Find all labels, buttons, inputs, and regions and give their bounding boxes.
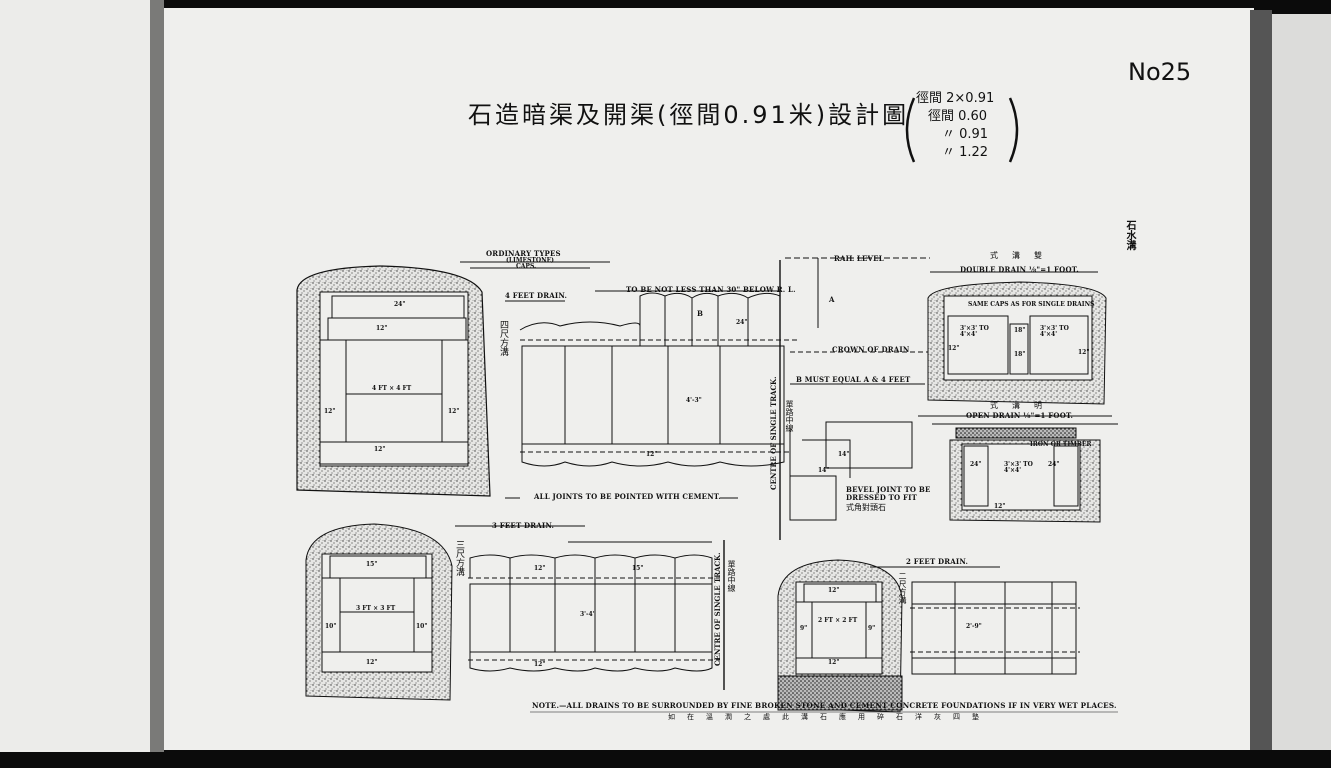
all-joints-label: ALL JOINTS TO BE POINTED WITH CEMENT. (534, 492, 721, 501)
open-drain-size: 3'×3' TO 4'×4' (1004, 461, 1033, 474)
limestone-label: (LIMESTONE) (506, 257, 554, 264)
dim-24-d: 24" (1048, 461, 1060, 468)
three-ft-elevation (455, 525, 725, 690)
dim-14-a: 14" (838, 451, 850, 458)
two-ft-elevation (870, 566, 1080, 675)
double-drain-size-right: 3'×3' TO 4'×4' (1040, 325, 1069, 338)
dim-12-j: 12" (534, 565, 546, 572)
dim-12-b: 12" (324, 408, 336, 415)
dim-15-b: 15" (632, 565, 644, 572)
dim-10-b: 10" (416, 623, 428, 630)
dressed-to-fit-label: DRESSED TO FIT (846, 493, 918, 502)
dim-12-m: 12" (828, 659, 840, 666)
centre-cjk-1: 單路中線 (785, 400, 794, 432)
dim-9-b: 9" (868, 625, 876, 632)
rail-level-label: RAIL LEVEL (834, 254, 884, 263)
left-page (0, 0, 158, 752)
two-feet-drain-label: 2 FEET DRAIN. (906, 557, 969, 566)
note-cjk: 如在溫潤之處此溝石應用碎石洋灰四墊 (668, 713, 991, 721)
span-1: 徑間 2×0.91 (916, 91, 995, 106)
span-4: 〃 1.22 (942, 145, 989, 160)
dim-4-3: 4'-3" (686, 397, 702, 404)
three-ft-section (305, 523, 453, 701)
centre-track-label-1: CENTRE OF SINGLE TRACK. (769, 376, 778, 490)
four-feet-drain-label: 4 FEET DRAIN. (505, 291, 568, 300)
two-feet-cjk: 二尺方溝 (898, 572, 907, 604)
dim-10-a: 10" (325, 623, 337, 630)
iron-or-timber-label: IRON OR TIMBER (1030, 441, 1092, 448)
open-drain-label: OPEN DRAIN ⅛"=1 FOOT. (966, 411, 1074, 420)
two-ft-size: 2 FT × 2 FT (818, 617, 858, 624)
dim-15-a: 15" (366, 561, 378, 568)
same-caps-label: SAME CAPS AS FOR SINGLE DRAINS (968, 301, 1095, 308)
double-drain-size-left: 3'×3' TO 4'×4' (960, 325, 989, 338)
sheet-number: No25 (1128, 58, 1192, 86)
dim-14-b: 14" (818, 467, 830, 474)
dim-18-b: 18" (1014, 351, 1026, 358)
dim-12-k: 12" (534, 661, 546, 668)
double-drain-label: DOUBLE DRAIN ⅛"=1 FOOT. (960, 265, 1079, 274)
dim-12-a: 12" (376, 325, 388, 332)
ordinary-types-label: ORDINARY TYPES (486, 249, 561, 258)
a-mark: A (829, 295, 835, 304)
b-must-equal-label: B MUST EQUAL A & 4 FEET (796, 375, 911, 384)
three-feet-cjk: 三尺方溝 (454, 540, 464, 576)
dim-12-d: 12" (374, 446, 386, 453)
double-drain-cjk: 式溝雙 (990, 251, 1056, 260)
not-less-than-label: TO BE NOT LESS THAN 30" BELOW R. L. (626, 285, 796, 294)
crown-of-drain-label: CROWN OF DRAIN (832, 345, 910, 354)
three-feet-drain-label: 3 FEET DRAIN. (492, 521, 555, 530)
dim-12-h: 12" (994, 503, 1006, 510)
dim-3-4: 3'-4" (580, 611, 596, 618)
bevel-cjk: 式角對頭石 (846, 503, 886, 512)
bevel-joint-label: BEVEL JOINT TO BE (846, 485, 931, 494)
dim-12-c: 12" (448, 408, 460, 415)
dim-12-e: 12" (646, 451, 658, 458)
four-ft-size: 4 FT × 4 FT (372, 385, 412, 392)
rail-level-detail (785, 257, 930, 521)
caps-label: CAPS. (516, 263, 537, 270)
span-3: 〃 0.91 (942, 127, 989, 142)
four-ft-section (296, 265, 491, 497)
dim-12-i: 12" (366, 659, 378, 666)
dim-18-a: 18" (1014, 327, 1026, 334)
side-mark: 石水溝 (1124, 220, 1135, 250)
dim-2-9: 2'-9" (966, 623, 982, 630)
dim-12-f: 12" (948, 345, 960, 352)
note-text: NOTE.—ALL DRAINS TO BE SURROUNDED BY FIN… (532, 701, 1117, 710)
dim-24-c: 24" (970, 461, 982, 468)
open-drain-cjk: 式溝明 (990, 401, 1056, 410)
span-2: 徑間 0.60 (928, 109, 988, 124)
centre-track-label-2: CENTRE OF SINGLE TRACK. (713, 552, 722, 666)
four-ft-elevation (460, 260, 800, 540)
dim-24-b: 24" (736, 319, 748, 326)
dim-12-g: 12" (1078, 349, 1090, 356)
two-ft-section (777, 559, 903, 713)
three-ft-size: 3 FT × 3 FT (356, 605, 396, 612)
dim-9-a: 9" (800, 625, 808, 632)
open-drain-section (918, 415, 1118, 523)
four-feet-cjk: 四尺方溝 (498, 320, 508, 356)
centre-cjk-2: 單路中線 (727, 560, 736, 592)
double-drain-section (927, 271, 1107, 405)
b-mark: B (697, 309, 704, 318)
sheet-title: 石造暗渠及開渠(徑間0.91米)設計圖 (468, 101, 910, 129)
dim-12-l: 12" (828, 587, 840, 594)
dim-24-a: 24" (394, 301, 406, 308)
